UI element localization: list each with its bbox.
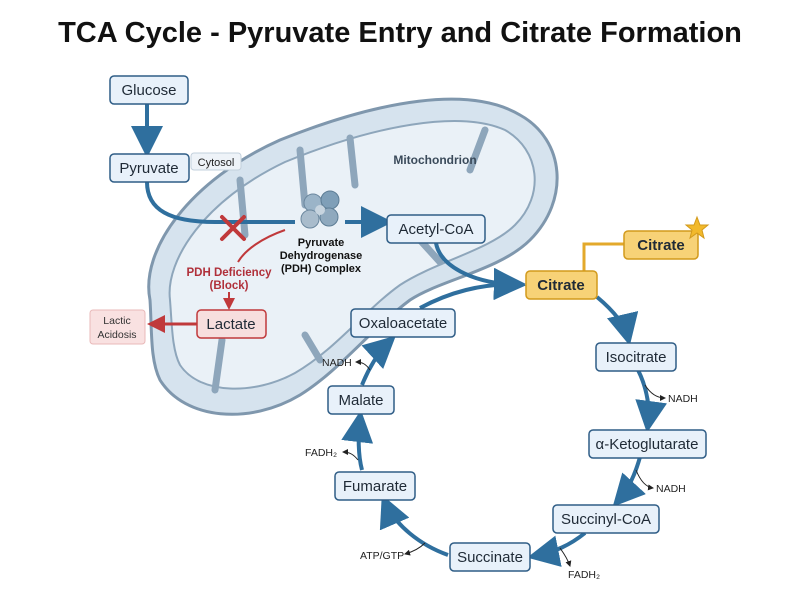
pyruvate-label: Pyruvate: [119, 160, 178, 177]
mitochondrion-label: Mitochondrion: [393, 153, 476, 167]
cofactor-arrow-akg: [635, 469, 654, 491]
citrate-callout-line: [582, 242, 624, 272]
node-acetyl-coa: Acetyl-CoA: [386, 214, 486, 244]
cofactor-isocitrate-nadh: NADH: [668, 393, 698, 405]
cofactor-malate-nadh: NADH: [322, 357, 352, 369]
isocitrate-label: Isocitrate: [606, 349, 667, 366]
crista: [296, 146, 309, 209]
cofactor-arrow-succinate-atp: [404, 542, 426, 556]
crista: [466, 126, 489, 174]
arrow-malate-to-oxaloacetate: [360, 335, 396, 386]
malate-label: Malate: [338, 392, 383, 409]
cytosol-label: Cytosol: [198, 157, 235, 169]
node-succinyl-coa: Succinyl-CoA: [552, 504, 660, 534]
cofactor-fumarate-fadh2: FADH₂: [305, 447, 337, 459]
node-glucose: Glucose: [109, 75, 189, 105]
citrate-label: Citrate: [537, 277, 585, 294]
arrow-fumarate-to-malate: [341, 410, 374, 471]
block-curve: [237, 229, 286, 263]
arrow-akg-to-succinyl-coa: [612, 456, 646, 507]
arrow-isocitrate-to-akg: [635, 369, 668, 433]
arrow-succinate-to-fumarate: [379, 494, 449, 557]
tca-cycle-arrows: [341, 268, 668, 567]
node-alpha-ketoglutarate: α-Ketoglutarate: [588, 429, 707, 459]
succinate-label: Succinate: [457, 549, 523, 566]
cofactor-arrow-succinate-fadh2: [559, 547, 572, 567]
node-citrate: Citrate: [525, 270, 598, 300]
pdh-deficiency-label-line1: PDH Deficiency: [186, 267, 272, 279]
alpha-ketoglutarate-label: α-Ketoglutarate: [596, 436, 699, 453]
arrow-citrate-to-isocitrate: [595, 295, 639, 346]
node-oxaloacetate: Oxaloacetate: [350, 308, 456, 338]
star-icon: [684, 215, 710, 240]
diagram-title: TCA Cycle - Pyruvate Entry and Citrate F…: [58, 17, 742, 49]
cofactor-arrow-fumarate: [342, 449, 359, 461]
node-pyruvate: Pyruvate: [109, 153, 190, 183]
pdh-label-line3: (PDH) Complex: [281, 263, 362, 275]
cofactor-akg-nadh: NADH: [656, 483, 686, 495]
crista: [211, 336, 226, 394]
lactic-acidosis-box: [89, 309, 146, 345]
cofactor-arrow-malate: [355, 359, 371, 371]
crista: [346, 134, 359, 189]
fumarate-label: Fumarate: [343, 478, 407, 495]
cytosol-label-box: [190, 152, 242, 171]
lactic-acidosis-line2: Acidosis: [97, 329, 136, 341]
citrate-highlight-label: Citrate: [637, 237, 685, 254]
pdh-label-line2: Dehydrogenase: [280, 250, 363, 262]
glucose-label: Glucose: [121, 82, 176, 99]
lactate-label: Lactate: [206, 316, 255, 333]
acetyl-coa-label: Acetyl-CoA: [398, 221, 473, 238]
cofactor-succinate-fadh2: FADH₂: [568, 569, 600, 581]
node-fumarate: Fumarate: [334, 471, 416, 501]
arrow-succinyl-coa-to-succinate: [527, 531, 587, 567]
pdh-label-line1: Pyruvate: [298, 237, 344, 249]
cofactor-arrows: [342, 359, 666, 567]
arrow-oxaloacetate-to-citrate: [419, 268, 526, 310]
crista: [301, 331, 324, 364]
node-isocitrate: Isocitrate: [595, 342, 677, 372]
succinyl-coa-label: Succinyl-CoA: [561, 511, 651, 528]
arrow-pyruvate-to-pdh: [145, 181, 295, 224]
node-succinate: Succinate: [449, 542, 531, 572]
crista: [236, 176, 249, 239]
pdh-deficiency-label-line2: (Block): [210, 280, 249, 292]
pdh-block-mark: [220, 215, 246, 241]
node-citrate-highlight: Citrate: [623, 230, 699, 260]
pdh-complex-icon: [300, 190, 340, 229]
node-lactate: Lactate: [196, 309, 267, 339]
oxaloacetate-label: Oxaloacetate: [359, 315, 447, 332]
lactic-acidosis-line1: Lactic: [103, 315, 130, 327]
cofactor-arrow-isocitrate: [644, 384, 666, 401]
cofactor-succinate-atp: ATP/GTP: [360, 550, 404, 562]
node-malate: Malate: [327, 385, 395, 415]
